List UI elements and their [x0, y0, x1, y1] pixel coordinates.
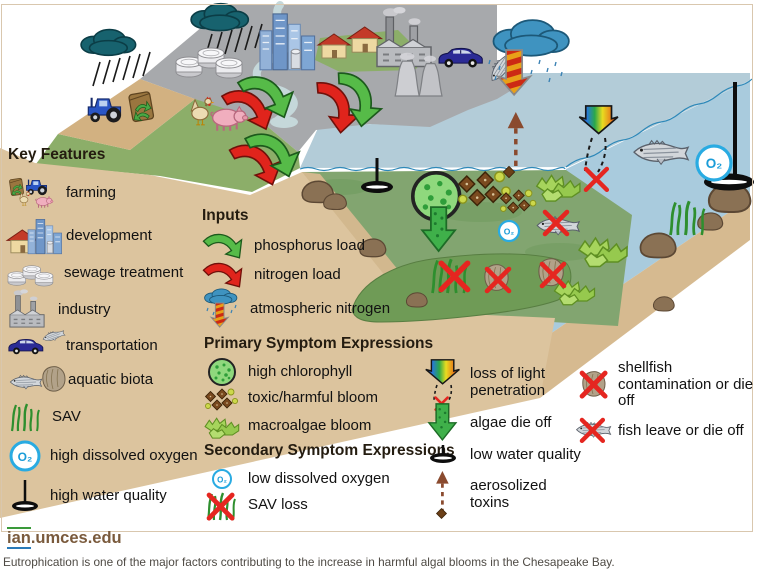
legend-item-phosphorus-load: phosphorus load: [202, 231, 422, 261]
outcomes-legend: shellfish contamination or die off fish …: [576, 358, 756, 454]
legend-item-label: high dissolved oxygen: [50, 446, 198, 464]
legend-item-label: algae die off: [470, 413, 552, 431]
legend-item-label: sewage treatment: [64, 263, 184, 281]
development-icon: [6, 217, 63, 255]
legend-item-label: low dissolved oxygen: [248, 469, 390, 487]
legend-item-label: development: [66, 226, 152, 244]
legend-item-low-dissolved-oxygen: O₂ low dissolved oxygen: [204, 466, 440, 492]
legend-item-sav: SAV: [8, 398, 220, 436]
algae-die-off-icon: [424, 403, 462, 443]
legend-item-label: macroalgae bloom: [248, 416, 372, 434]
fish-die-off-icon: [576, 419, 611, 443]
legend-item-nitrogen-load: nitrogen load: [202, 261, 422, 289]
legend-item-label: aerosolized toxins: [470, 477, 547, 511]
atmospheric-cloud-icon: [492, 19, 570, 57]
shellfish-die-off-symbol: [538, 258, 564, 286]
legend-item-label: SAV loss: [248, 496, 308, 514]
legend-item-aquatic-biota: aquatic biota: [8, 362, 220, 398]
water-surface-line: [299, 166, 566, 172]
legend-item-label: transportation: [66, 336, 158, 354]
legend-item-label: aquatic biota: [68, 370, 154, 388]
legend-item-toxic-bloom: toxic/harmful bloom: [204, 385, 434, 412]
legend-item-high-chlorophyll: high chlorophyll: [204, 357, 434, 387]
legend-item-atmospheric-nitrogen: atmospheric nitrogen: [202, 288, 422, 330]
green-arrow-icon: [202, 232, 246, 260]
legend-item-aerosolized-toxins: aerosolized toxins: [424, 469, 582, 520]
legend-item-label: SAV: [52, 407, 81, 425]
legend-item-sewage: sewage treatment: [8, 256, 220, 290]
legend-item-sav-loss: SAV loss: [204, 491, 440, 521]
ian-umces-url[interactable]: ian.umces.edu: [7, 527, 122, 549]
aquatic-biota-icon: [8, 365, 66, 395]
legend-item-label: high water quality: [50, 486, 167, 504]
diagram-caption: Eutrophication is one of the major facto…: [3, 555, 615, 569]
shellfish-die-off-symbol: [484, 264, 509, 291]
inputs-legend: Inputs phosphorus load nitrogen load atm…: [202, 206, 422, 329]
o2-label: O₂: [706, 156, 723, 171]
scene-illustration: O₂ O₂: [0, 1, 754, 518]
chlorophyll-icon: [204, 357, 240, 387]
legend-item-low-water-quality: low water quality: [424, 440, 582, 470]
svg-text:O₂: O₂: [217, 476, 227, 485]
high-dissolved-oxygen-icon: O₂: [8, 439, 42, 473]
secondary-symptoms-legend: Secondary Symptom Expressions O₂ low dis…: [204, 441, 455, 521]
atmospheric-nitrogen-icon: [202, 288, 242, 330]
high-water-quality-icon: [8, 478, 42, 514]
svg-text:O₂: O₂: [18, 450, 33, 464]
industry-icon: [8, 288, 50, 330]
low-water-quality-icon: [424, 443, 462, 467]
legend-item-shellfish-die-off: shellfish contamination or die off: [578, 358, 756, 410]
low-dissolved-oxygen-icon: O₂: [204, 467, 240, 491]
ian-logo-text: ian: [7, 527, 31, 549]
transportation-icon: [8, 327, 66, 359]
farming-icon: [8, 171, 58, 215]
legend-item-development: development: [6, 216, 220, 256]
legend-item-label: nitrogen load: [254, 265, 341, 283]
red-arrow-icon: [202, 261, 246, 289]
rain-cloud-icon: [80, 28, 137, 57]
legend-item-label: toxic/harmful bloom: [248, 389, 379, 407]
o2-label: O₂: [504, 227, 515, 237]
toxic-bloom-icon: [204, 388, 240, 410]
legend-item-label: industry: [58, 300, 111, 318]
high-dissolved-oxygen-badge: O₂: [695, 144, 733, 182]
legend-item-light-penetration: loss of light penetration: [424, 357, 582, 411]
key-features-title: Key Features: [8, 146, 106, 163]
legend-item-label: high chlorophyll: [248, 362, 353, 380]
low-water-quality-secchi: [361, 158, 393, 193]
legend-item-label: low water quality: [470, 445, 581, 463]
secondary-symptoms-title: Secondary Symptom Expressions: [204, 442, 455, 459]
light-penetration-icon: [424, 357, 462, 411]
effects-legend: loss of light penetration algae die off …: [424, 357, 582, 520]
legend-item-label: fish leave or die off: [618, 421, 744, 439]
legend-item-farming: farming: [8, 170, 220, 216]
legend-item-label: phosphorus load: [254, 236, 365, 254]
legend-item-label: atmospheric nitrogen: [250, 299, 391, 317]
seed-sack-icon: [127, 90, 155, 123]
legend-item-label: shellfish contamination or die off: [618, 358, 754, 410]
legend-item-label: farming: [66, 183, 117, 201]
primary-symptoms-title: Primary Symptom Expressions: [204, 335, 434, 352]
legend-item-high-dissolved-oxygen: O₂ high dissolved oxygen: [8, 436, 220, 476]
key-features-legend: Key Features farming development sewage …: [6, 145, 220, 516]
inputs-title: Inputs: [202, 207, 249, 224]
macroalgae-icon: [204, 413, 240, 439]
legend-item-label: loss of light penetration: [470, 365, 546, 399]
sewage-treatment-icon: [8, 260, 56, 286]
aerosolized-toxins-icon: [424, 469, 462, 520]
legend-item-industry: industry: [8, 288, 220, 330]
shellfish-die-off-icon: [578, 370, 610, 400]
primary-symptoms-legend: Primary Symptom Expressions high chlorop…: [204, 334, 434, 440]
sav-loss-icon: [204, 491, 240, 521]
sav-icon: [8, 402, 44, 433]
low-dissolved-oxygen-badge: O₂: [497, 219, 521, 243]
legend-item-macroalgae-bloom: macroalgae bloom: [204, 412, 434, 440]
ian-url-suffix: .umces.edu: [30, 529, 122, 547]
legend-item-fish-die-off: fish leave or die off: [576, 408, 756, 454]
legend-item-high-water-quality: high water quality: [8, 476, 220, 516]
legend-item-transportation: transportation: [8, 327, 220, 362]
legend-item-algae-die-off: algae die off: [424, 403, 582, 443]
